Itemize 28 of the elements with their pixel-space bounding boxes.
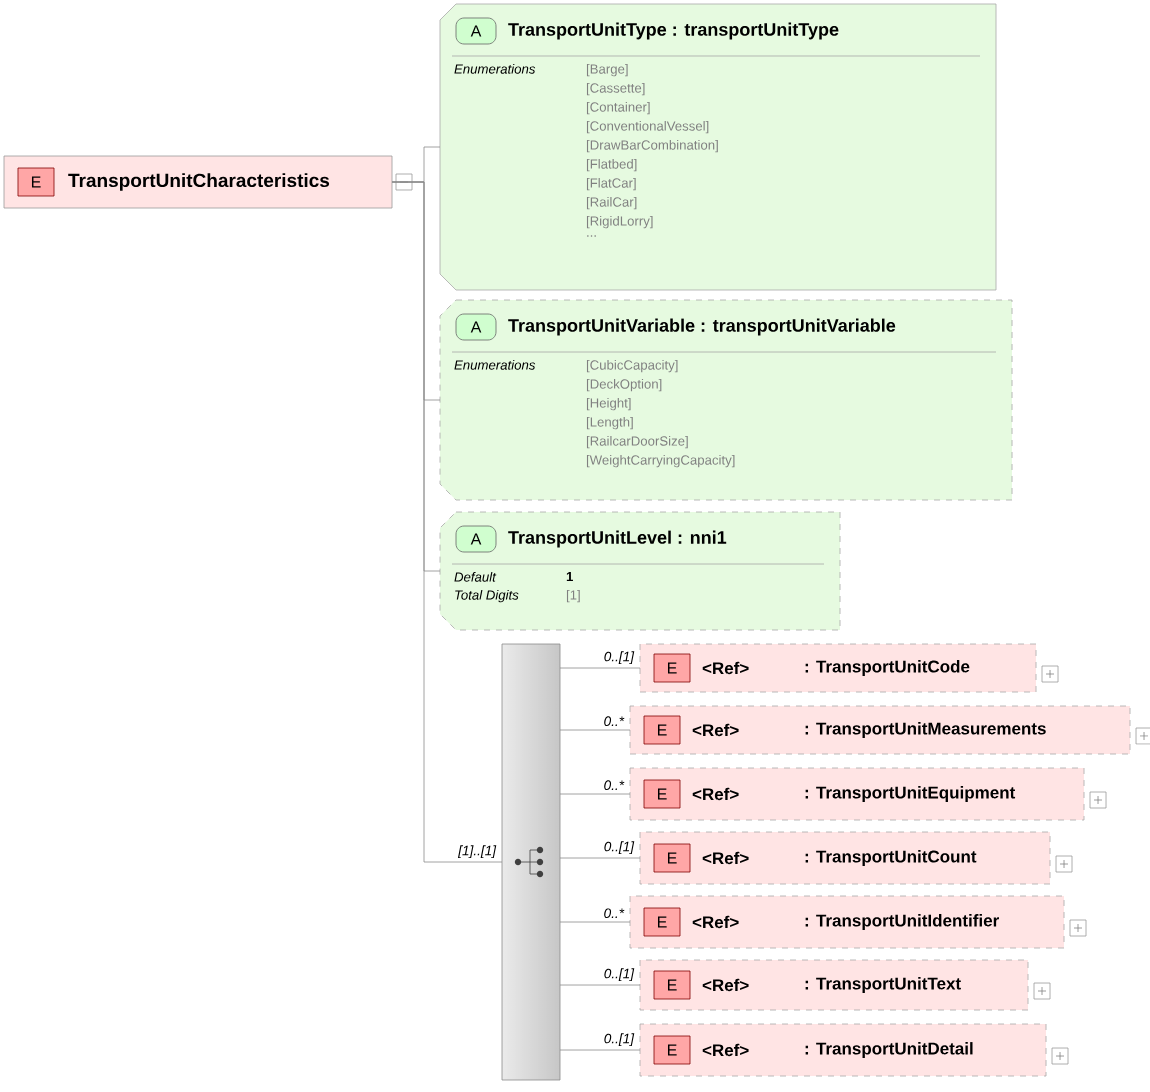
element-badge: E bbox=[643, 779, 681, 809]
element-box: E TransportUnitCharacteristics bbox=[3, 155, 393, 209]
element-badge: E bbox=[643, 715, 681, 745]
attribute-badge: A bbox=[455, 17, 497, 45]
element-badge: E bbox=[653, 1035, 691, 1065]
connector-line bbox=[559, 921, 631, 923]
element-badge: E bbox=[17, 167, 55, 197]
element-box: E <Ref> : TransportUnitDetail bbox=[639, 1023, 1047, 1077]
element-box: E <Ref> : TransportUnitIdentifier bbox=[629, 895, 1065, 949]
connector-line bbox=[559, 793, 631, 795]
attribute-badge: A bbox=[455, 525, 497, 553]
connector-line bbox=[559, 984, 641, 986]
element-badge: E bbox=[653, 970, 691, 1000]
connector-line bbox=[391, 181, 503, 863]
connector-line bbox=[559, 1049, 641, 1051]
attribute-badge: A bbox=[455, 313, 497, 341]
element-box: E <Ref> : TransportUnitCount bbox=[639, 831, 1051, 885]
element-badge: E bbox=[643, 907, 681, 937]
connector-line bbox=[559, 729, 631, 731]
element-box: E <Ref> : TransportUnitText bbox=[639, 959, 1029, 1011]
element-badge: E bbox=[653, 653, 691, 683]
element-box: E <Ref> : TransportUnitCode bbox=[639, 643, 1037, 693]
connector-line bbox=[559, 667, 641, 669]
element-box: E <Ref> : TransportUnitEquipment bbox=[629, 767, 1085, 821]
element-box: E <Ref> : TransportUnitMeasurements bbox=[629, 705, 1131, 755]
element-badge: E bbox=[653, 843, 691, 873]
connector-line bbox=[559, 857, 641, 859]
sequence-bar bbox=[501, 643, 561, 1081]
